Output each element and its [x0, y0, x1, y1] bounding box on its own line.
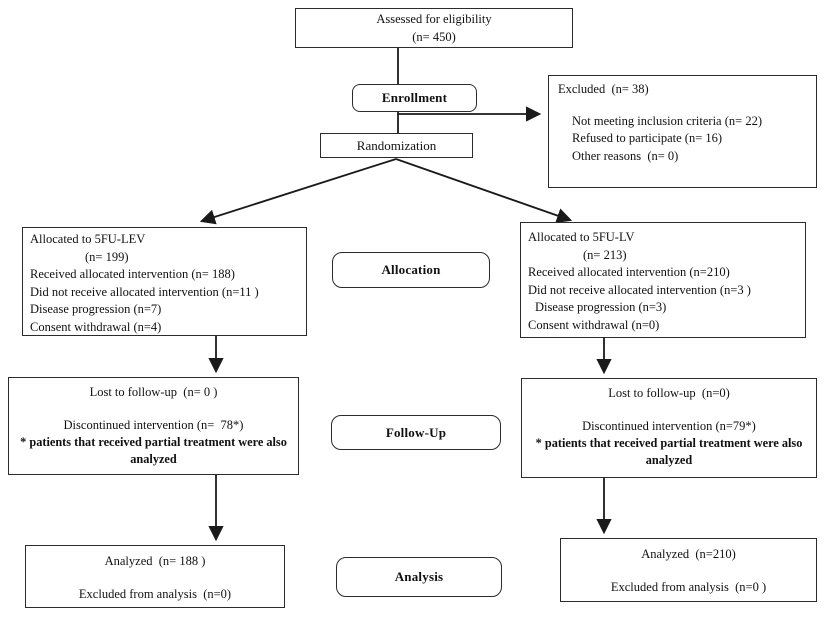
analysis-stage-label: Analysis	[336, 557, 502, 597]
followup-stage-label: Follow-Up	[331, 415, 501, 450]
allocation-stage-label: Allocation	[332, 252, 490, 288]
alloc-right-line: Did not receive allocated intervention (…	[528, 282, 751, 297]
arrow-randomization-to-alloc-right	[395, 158, 573, 223]
alloc-left-count: (n= 199)	[85, 249, 129, 264]
spacer	[561, 564, 816, 579]
alloc-right-line: Consent withdrawal (n=0)	[528, 317, 660, 332]
assessed-eligibility-box: Assessed for eligibility (n= 450)	[295, 8, 573, 48]
alloc-left-line: Allocated to 5FU-LEV	[30, 232, 146, 246]
followup-right-box: Lost to follow-up (n=0) Discontinued int…	[521, 378, 817, 478]
followup-right-footnote: * patients that received partial treatme…	[535, 436, 806, 467]
arrow-randomization-to-alloc-left	[199, 158, 397, 225]
enrollment-label-text: Enrollment	[381, 90, 448, 106]
enrollment-stage-label: Enrollment	[352, 84, 477, 112]
assessed-count: (n= 450)	[412, 29, 456, 44]
alloc-right-line: Disease progression (n=3)	[535, 300, 667, 314]
alloc-right-line: Received allocated intervention (n=210)	[528, 265, 730, 279]
excluded-box: Excluded (n= 38) Not meeting inclusion c…	[548, 75, 817, 188]
allocation-label-text: Allocation	[381, 262, 441, 278]
alloc-left-line: Received allocated intervention (n= 188)	[30, 267, 235, 281]
randomization-text: Randomization	[356, 137, 437, 153]
alloc-right-line: Allocated to 5FU-LV	[528, 230, 635, 244]
followup-left-lost: Lost to follow-up (n= 0 )	[89, 385, 218, 399]
allocation-left-box: Allocated to 5FU-LEV (n= 199) Received a…	[22, 227, 307, 336]
followup-right-lost: Lost to follow-up (n=0)	[608, 386, 730, 400]
spacer	[522, 403, 816, 418]
alloc-left-line: Disease progression (n=7)	[30, 302, 162, 316]
excluded-heading: Excluded (n= 38)	[558, 82, 649, 96]
followup-right-discontinued: Discontinued intervention (n=79*)	[582, 418, 756, 433]
analysis-left-excluded: Excluded from analysis (n=0)	[78, 586, 232, 601]
followup-left-box: Lost to follow-up (n= 0 ) Discontinued i…	[8, 377, 299, 475]
followup-label-text: Follow-Up	[385, 424, 447, 440]
analysis-left-analyzed: Analyzed (n= 188 )	[104, 554, 206, 568]
analysis-right-excluded: Excluded from analysis (n=0 )	[610, 579, 767, 594]
excluded-item: Refused to participate (n= 16)	[572, 131, 723, 145]
alloc-left-line: Did not receive allocated intervention (…	[30, 284, 259, 299]
excluded-items: Not meeting inclusion criteria (n= 22) R…	[558, 113, 812, 166]
spacer	[9, 402, 298, 417]
analysis-right-analyzed: Analyzed (n=210)	[641, 547, 736, 561]
assessed-line: Assessed for eligibility	[376, 12, 492, 26]
alloc-right-count: (n= 213)	[583, 247, 627, 262]
analysis-label-text: Analysis	[394, 569, 444, 585]
excluded-item: Other reasons (n= 0)	[572, 148, 679, 163]
excluded-item: Not meeting inclusion criteria (n= 22)	[572, 113, 762, 128]
alloc-left-line: Consent withdrawal (n=4)	[30, 319, 162, 334]
randomization-box: Randomization	[320, 133, 473, 158]
followup-left-discontinued: Discontinued intervention (n= 78*)	[63, 417, 244, 432]
allocation-right-box: Allocated to 5FU-LV (n= 213) Received al…	[520, 222, 806, 338]
analysis-left-box: Analyzed (n= 188 ) Excluded from analysi…	[25, 545, 285, 608]
spacer	[26, 571, 284, 586]
analysis-right-box: Analyzed (n=210) Excluded from analysis …	[560, 538, 817, 602]
followup-left-footnote: * patients that received partial treatme…	[20, 435, 290, 466]
